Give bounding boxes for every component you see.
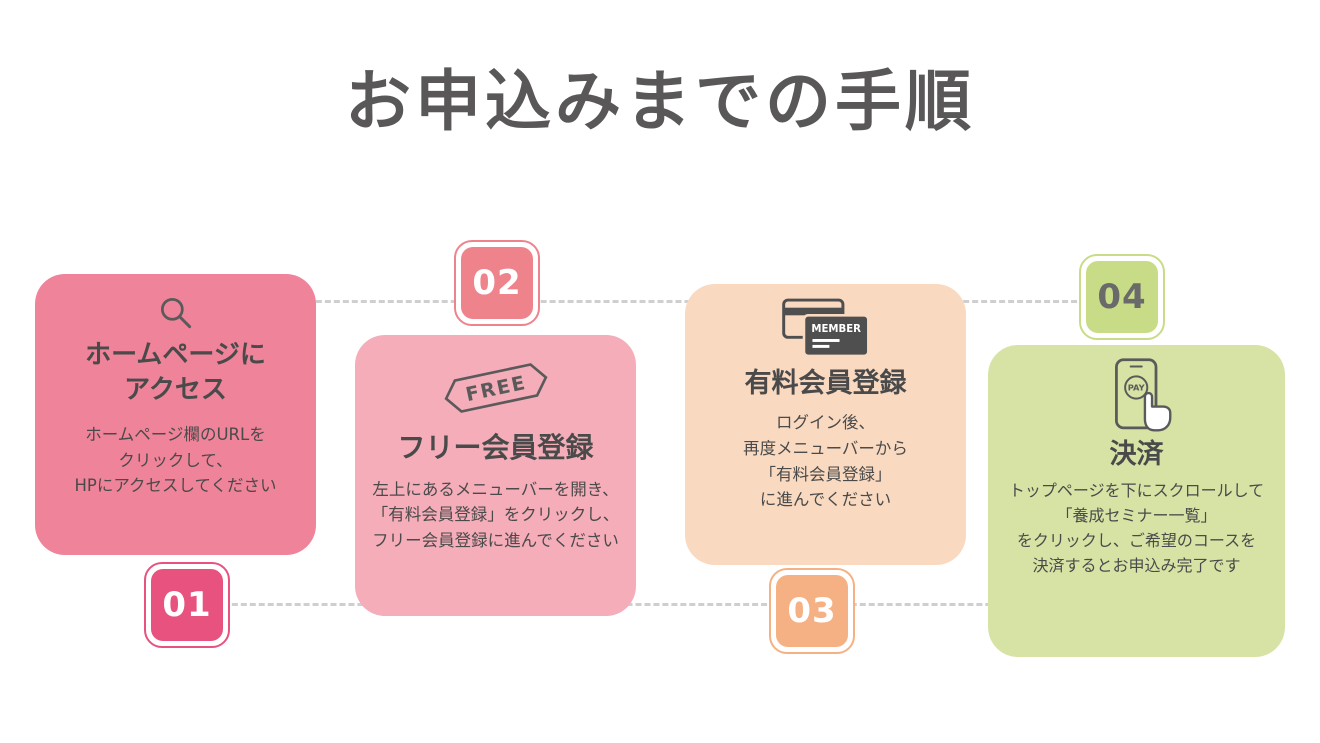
step-3-heading: 有料会員登録: [744, 368, 907, 399]
step-3-card: MEMBER 有料会員登録 ログイン後、 再度メニューバーから 「有料会員登録」…: [685, 284, 966, 565]
step-1-heading: ホームページに アクセス: [85, 340, 266, 406]
page-title: お申込みまでの手順: [345, 63, 975, 140]
step-2-card: FREE フリー会員登録 左上にあるメニューバーを開き、 「有料会員登録」をクリ…: [355, 335, 636, 616]
step-4-heading: 決済: [1109, 439, 1164, 470]
step-1-badge: 01: [144, 562, 230, 648]
member-card-icon: MEMBER: [781, 298, 870, 358]
step-1-card: ホームページに アクセス ホームページ欄のURLを クリックして、 HPにアクセ…: [35, 274, 316, 555]
step-1-number: 01: [151, 569, 223, 641]
step-4-description: トップページを下にスクロールして 「養成セミナー一覧」 をクリックし、ご希望のコ…: [1008, 481, 1265, 575]
pay-phone-icon: PAY: [1099, 357, 1175, 437]
pay-label: PAY: [1127, 383, 1145, 393]
step-2-number: 02: [461, 247, 533, 319]
dashed-connector-top: [190, 300, 1122, 303]
step-3-number: 03: [776, 575, 848, 647]
step-4-badge: 04: [1079, 254, 1165, 340]
search-icon: [155, 292, 197, 334]
dashed-connector-bottom: [187, 603, 1090, 606]
free-stamp-icon: FREE: [438, 357, 554, 419]
step-2-description: 左上にあるメニューバーを開き、 「有料会員登録」をクリックし、 フリー会員登録に…: [371, 479, 620, 550]
step-4-number: 04: [1086, 261, 1158, 333]
step-2-heading: フリー会員登録: [397, 431, 594, 464]
member-card-label: MEMBER: [811, 324, 861, 335]
step-3-badge: 03: [769, 568, 855, 654]
step-1-description: ホームページ欄のURLを クリックして、 HPにアクセスしてください: [74, 425, 277, 496]
step-2-badge: 02: [454, 240, 540, 326]
step-3-description: ログイン後、 再度メニューバーから 「有料会員登録」 に進んでください: [743, 413, 908, 510]
step-4-card: PAY 決済 トップページを下にスクロールして 「養成セミナー一覧」 をクリック…: [988, 345, 1285, 657]
